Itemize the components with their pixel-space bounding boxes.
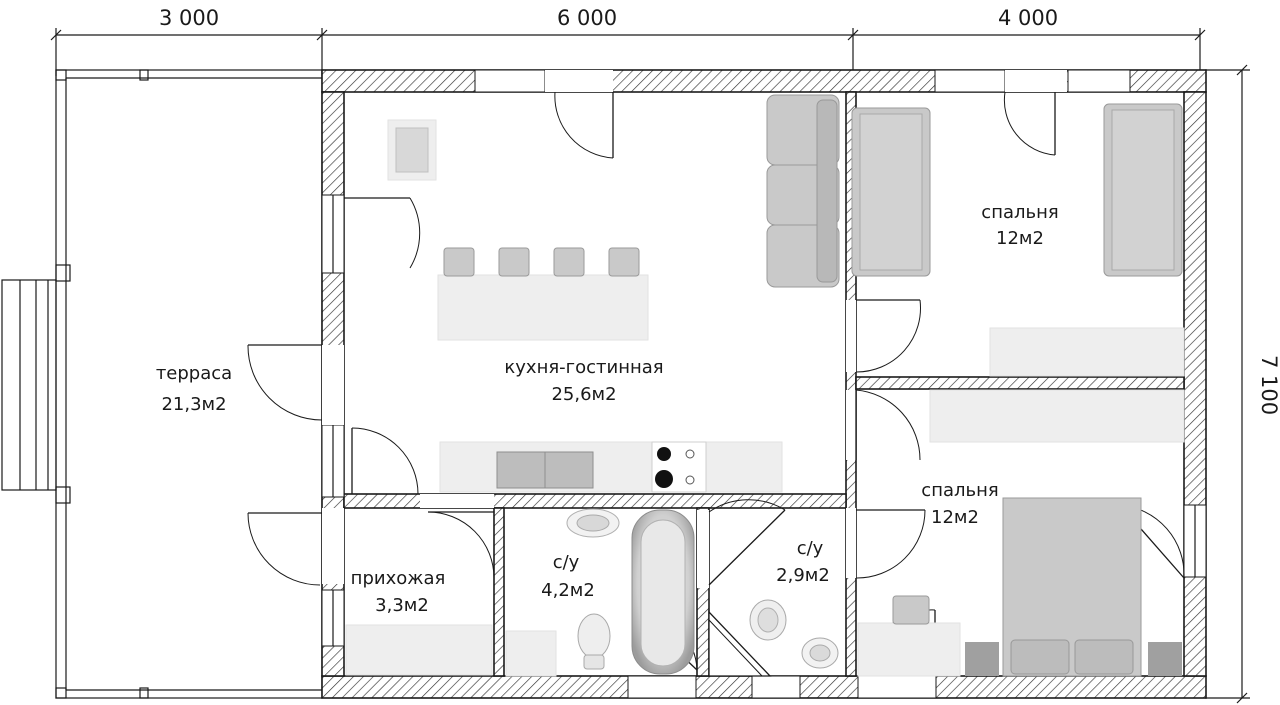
dimension-terrace-width: 3 000 — [159, 6, 219, 30]
room-area-hall: 3,3м2 — [375, 595, 429, 616]
kitchen-living-furniture — [387, 94, 840, 493]
room-area-bath-1: 4,2м2 — [541, 580, 595, 601]
room-name-terrace: терраса — [156, 363, 232, 384]
room-area-bath-2: 2,9м2 — [776, 565, 830, 586]
dimension-depth: 7 100 — [1257, 355, 1280, 415]
bedroom-bottom-furniture — [857, 389, 1185, 677]
terrace — [55, 69, 323, 699]
room-name-bath-1: с/у — [553, 552, 580, 573]
bathroom-1-fixtures — [505, 508, 695, 677]
dimension-house-right: 4 000 — [998, 6, 1058, 30]
room-area-terrace: 21,3м2 — [161, 394, 226, 415]
door-openings — [322, 70, 1067, 588]
terrace-steps — [1, 279, 57, 491]
room-name-bedroom-top: спальня — [981, 202, 1058, 223]
room-name-kitchen: кухня-гостинная — [504, 357, 663, 378]
room-area-bedroom-bottom: 12м2 — [931, 507, 979, 528]
room-name-bedroom-bottom: спальня — [921, 480, 998, 501]
dimension-lines — [50, 28, 1250, 704]
dimension-house-left: 6 000 — [557, 6, 617, 30]
bedroom-top-furniture — [851, 103, 1185, 377]
room-area-bedroom-top: 12м2 — [996, 228, 1044, 249]
bathroom-2-fixtures — [708, 599, 839, 677]
room-name-bath-2: с/у — [797, 538, 824, 559]
windows — [321, 69, 1207, 699]
room-name-hall: прихожая — [351, 568, 446, 589]
hall-furniture — [345, 624, 493, 676]
room-area-kitchen: 25,6м2 — [551, 384, 616, 405]
